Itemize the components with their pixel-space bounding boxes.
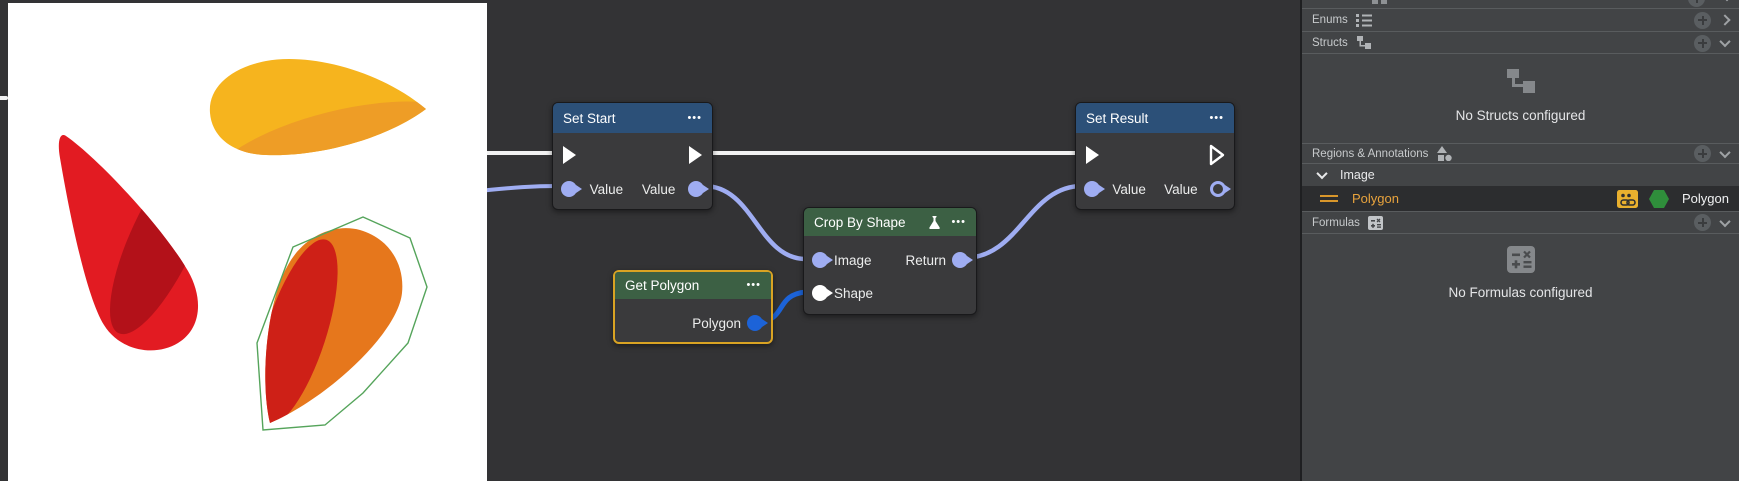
drag-handle-icon[interactable] bbox=[1320, 195, 1338, 202]
image-in-port[interactable] bbox=[812, 252, 833, 268]
port-label: Value bbox=[1112, 181, 1146, 197]
value-edge-start-to-crop[interactable] bbox=[703, 183, 807, 262]
structs-empty-state: No Structs configured bbox=[1302, 68, 1739, 123]
node-set-start-header[interactable]: Set Start ••• bbox=[553, 103, 712, 133]
value-in-port[interactable] bbox=[1084, 181, 1105, 197]
return-out-port[interactable] bbox=[952, 252, 973, 268]
annotation-item-polygon[interactable]: Polygon Polygon bbox=[1302, 186, 1739, 211]
image-group-label: Image bbox=[1340, 167, 1375, 182]
polygon-out-port[interactable] bbox=[747, 315, 768, 331]
properties-panel: Enums Structs bbox=[1300, 0, 1739, 481]
chevron-right-icon[interactable] bbox=[1719, 14, 1731, 26]
add-struct-button[interactable] bbox=[1694, 34, 1711, 52]
section-row-enums[interactable]: Enums bbox=[1302, 9, 1739, 31]
add-formula-button[interactable] bbox=[1694, 214, 1711, 231]
chevron-down-icon[interactable] bbox=[1721, 0, 1733, 2]
port-label: Value bbox=[1164, 181, 1198, 197]
node-menu-icon[interactable]: ••• bbox=[687, 111, 702, 124]
port-label: Value bbox=[589, 181, 624, 197]
tree-icon bbox=[1356, 36, 1371, 49]
node-title: Set Result bbox=[1086, 110, 1149, 126]
image-content bbox=[58, 59, 428, 431]
value-edge-crop-to-result[interactable] bbox=[963, 183, 1083, 261]
section-icon-fragment bbox=[1372, 0, 1378, 4]
calculator-icon bbox=[1367, 215, 1383, 230]
divider bbox=[1302, 233, 1739, 234]
exec-in-port[interactable] bbox=[1084, 144, 1101, 166]
flask-icon bbox=[928, 215, 941, 229]
node-crop-by-shape-header[interactable]: Crop By Shape ••• bbox=[804, 208, 976, 236]
section-row-structs[interactable]: Structs bbox=[1302, 32, 1739, 54]
exec-in-port[interactable] bbox=[561, 144, 578, 166]
orange-petal-shade bbox=[265, 239, 338, 423]
node-set-result-header[interactable]: Set Result ••• bbox=[1076, 103, 1234, 133]
calculator-icon-large bbox=[1302, 246, 1739, 273]
formulas-empty-state: No Formulas configured bbox=[1302, 246, 1739, 300]
node-crop-by-shape[interactable]: Crop By Shape ••• Image Return Shape bbox=[803, 207, 977, 315]
divider bbox=[1302, 143, 1739, 144]
node-title: Crop By Shape bbox=[814, 214, 906, 230]
port-label: Polygon bbox=[692, 315, 741, 331]
chevron-down-icon[interactable] bbox=[1719, 146, 1731, 158]
value-in-port[interactable] bbox=[561, 181, 582, 197]
annotation-type: Polygon bbox=[1682, 191, 1729, 206]
node-title: Get Polygon bbox=[625, 278, 700, 293]
node-set-start[interactable]: Set Start ••• Value Value bbox=[552, 102, 713, 210]
image-group-row[interactable]: Image bbox=[1302, 164, 1739, 185]
node-get-polygon[interactable]: Get Polygon ••• Polygon bbox=[613, 270, 773, 344]
exec-out-port[interactable] bbox=[687, 144, 704, 166]
node-get-polygon-header[interactable]: Get Polygon ••• bbox=[615, 272, 771, 299]
chevron-down-icon[interactable] bbox=[1316, 167, 1328, 179]
node-title: Set Start bbox=[563, 110, 616, 126]
section-label: Regions & Annotations bbox=[1312, 147, 1429, 160]
empty-text: No Structs configured bbox=[1455, 108, 1586, 123]
section-row-formulas[interactable]: Formulas bbox=[1302, 212, 1739, 233]
add-button[interactable] bbox=[1688, 0, 1705, 7]
node-menu-icon[interactable]: ••• bbox=[746, 279, 761, 291]
hexagon-shape-icon bbox=[1648, 189, 1670, 209]
tree-icon-large bbox=[1302, 68, 1739, 96]
divider bbox=[1302, 31, 1739, 32]
polygon-annotation-outline[interactable] bbox=[256, 216, 428, 431]
empty-text: No Formulas configured bbox=[1448, 285, 1593, 300]
chevron-down-icon[interactable] bbox=[1719, 35, 1731, 48]
port-label: Shape bbox=[834, 285, 874, 301]
node-menu-icon[interactable]: ••• bbox=[1209, 111, 1224, 124]
value-out-port[interactable] bbox=[687, 181, 709, 197]
section-label: Enums bbox=[1312, 14, 1348, 26]
divider bbox=[1302, 163, 1739, 164]
add-region-button[interactable] bbox=[1694, 145, 1711, 162]
numbered-list-icon bbox=[1355, 13, 1372, 27]
port-label: Value bbox=[641, 181, 676, 197]
value-out-port[interactable] bbox=[1210, 181, 1231, 197]
annotation-name: Polygon bbox=[1352, 191, 1399, 206]
shapes-icon bbox=[1437, 146, 1453, 161]
section-row-partial[interactable] bbox=[1302, 0, 1739, 8]
section-row-regions[interactable]: Regions & Annotations bbox=[1302, 144, 1739, 163]
node-set-result[interactable]: Set Result ••• Value Value bbox=[1075, 102, 1235, 210]
section-label: Formulas bbox=[1312, 216, 1360, 229]
port-label: Image bbox=[834, 252, 872, 268]
chevron-down-icon[interactable] bbox=[1719, 215, 1731, 227]
add-enum-button[interactable] bbox=[1694, 11, 1711, 29]
section-label: Structs bbox=[1312, 37, 1348, 49]
linked-image-icon[interactable] bbox=[1617, 189, 1639, 208]
exec-out-port[interactable] bbox=[1209, 144, 1226, 166]
shape-in-port[interactable] bbox=[812, 285, 833, 301]
divider bbox=[1302, 211, 1739, 212]
image-viewer[interactable] bbox=[8, 3, 487, 481]
section-icon-fragment bbox=[1381, 0, 1387, 4]
port-label: Return bbox=[905, 252, 946, 268]
node-menu-icon[interactable]: ••• bbox=[951, 215, 966, 228]
divider bbox=[1302, 53, 1739, 54]
divider bbox=[1302, 8, 1739, 9]
